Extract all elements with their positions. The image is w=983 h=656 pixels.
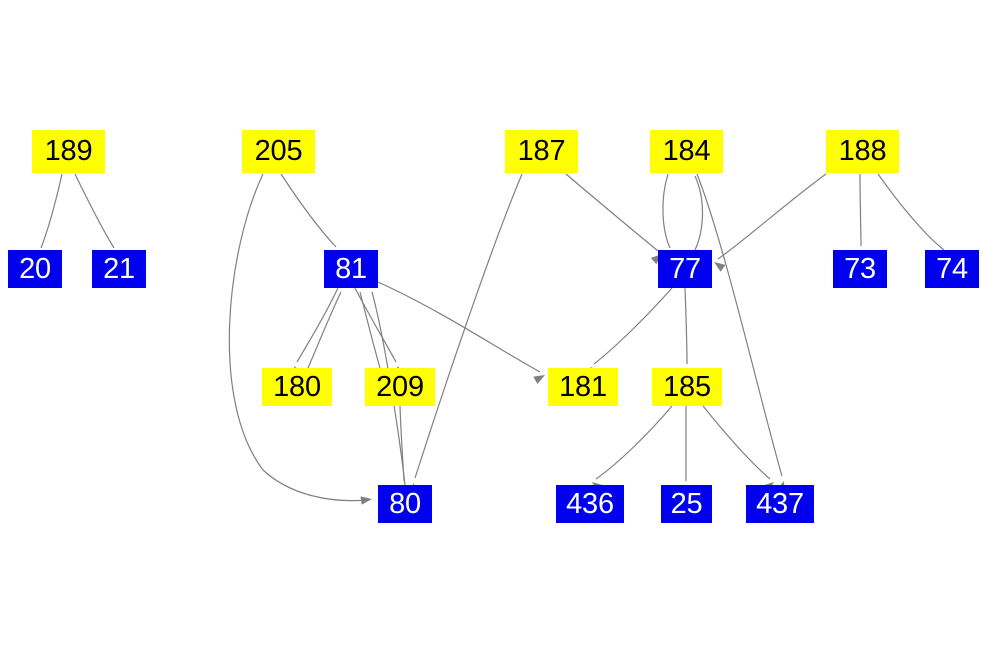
graph-node-label: 187 <box>517 135 566 167</box>
graph-node-189[interactable]: 189 <box>32 130 105 173</box>
edge-185-to-25 <box>681 406 691 496</box>
graph-node-185[interactable]: 185 <box>652 368 722 406</box>
graph-node-81[interactable]: 81 <box>324 250 378 288</box>
graph-node-label: 209 <box>376 370 424 403</box>
graph-node-20[interactable]: 20 <box>8 250 62 288</box>
graph-node-436[interactable]: 436 <box>556 485 624 523</box>
graph-node-74[interactable]: 74 <box>925 250 979 288</box>
edge-77-to-185 <box>682 287 692 379</box>
graph-node-188[interactable]: 188 <box>826 130 899 173</box>
graph-node-label: 184 <box>662 135 711 167</box>
graph-node-label: 20 <box>19 252 51 285</box>
graph-node-label: 437 <box>756 487 804 520</box>
arrow-head-icon <box>714 262 726 272</box>
graph-node-77[interactable]: 77 <box>658 250 712 288</box>
edge-205-to-80 <box>228 173 372 505</box>
graph-node-label: 436 <box>566 487 614 520</box>
edge-185-to-436 <box>592 405 673 492</box>
edge-187-to-80 <box>412 173 523 495</box>
edge-81-to-180 <box>294 287 339 378</box>
graph-node-label: 74 <box>936 252 968 285</box>
graph-node-label: 73 <box>844 252 876 285</box>
edge-81-to-181 <box>377 281 545 385</box>
arrow-head-icon <box>360 496 372 505</box>
graph-node-label: 77 <box>669 252 701 285</box>
edge-188-to-77 <box>714 173 827 272</box>
graph-node-label: 180 <box>273 370 321 403</box>
graph-node-80[interactable]: 80 <box>378 485 432 523</box>
graph-node-label: 205 <box>254 135 303 167</box>
arrow-head-icon <box>533 375 545 385</box>
graph-node-209[interactable]: 209 <box>365 368 435 406</box>
edge-184-to-437 <box>696 173 785 493</box>
graph-node-21[interactable]: 21 <box>92 250 146 288</box>
edge-187-to-77 <box>565 173 662 265</box>
graph-node-label: 80 <box>389 487 421 520</box>
graph-node-205[interactable]: 205 <box>242 130 315 173</box>
graph-node-180[interactable]: 180 <box>262 368 332 406</box>
graph-node-label: 181 <box>559 370 607 403</box>
graph-node-label: 188 <box>838 135 887 167</box>
edge-188-to-73 <box>856 173 866 261</box>
graph-node-label: 81 <box>335 252 367 285</box>
graph-node-label: 185 <box>663 370 711 403</box>
edge-180-to-81 <box>307 276 343 369</box>
graph-node-187[interactable]: 187 <box>505 130 578 173</box>
graph-node-label: 25 <box>670 487 703 520</box>
graph-node-437[interactable]: 437 <box>746 485 814 523</box>
graph-node-label: 189 <box>44 135 93 167</box>
edge-185-to-437 <box>702 405 774 493</box>
graph-node-25[interactable]: 25 <box>661 485 712 523</box>
graph-node-label: 21 <box>103 252 135 285</box>
edge-77-to-181 <box>590 287 673 378</box>
graph-node-73[interactable]: 73 <box>833 250 887 288</box>
edge-209-to-81 <box>352 276 381 369</box>
edge-77-to-184 <box>684 160 704 251</box>
edge-205-to-81 <box>280 173 339 262</box>
graph-node-184[interactable]: 184 <box>650 130 723 173</box>
graph-node-181[interactable]: 181 <box>548 368 618 406</box>
